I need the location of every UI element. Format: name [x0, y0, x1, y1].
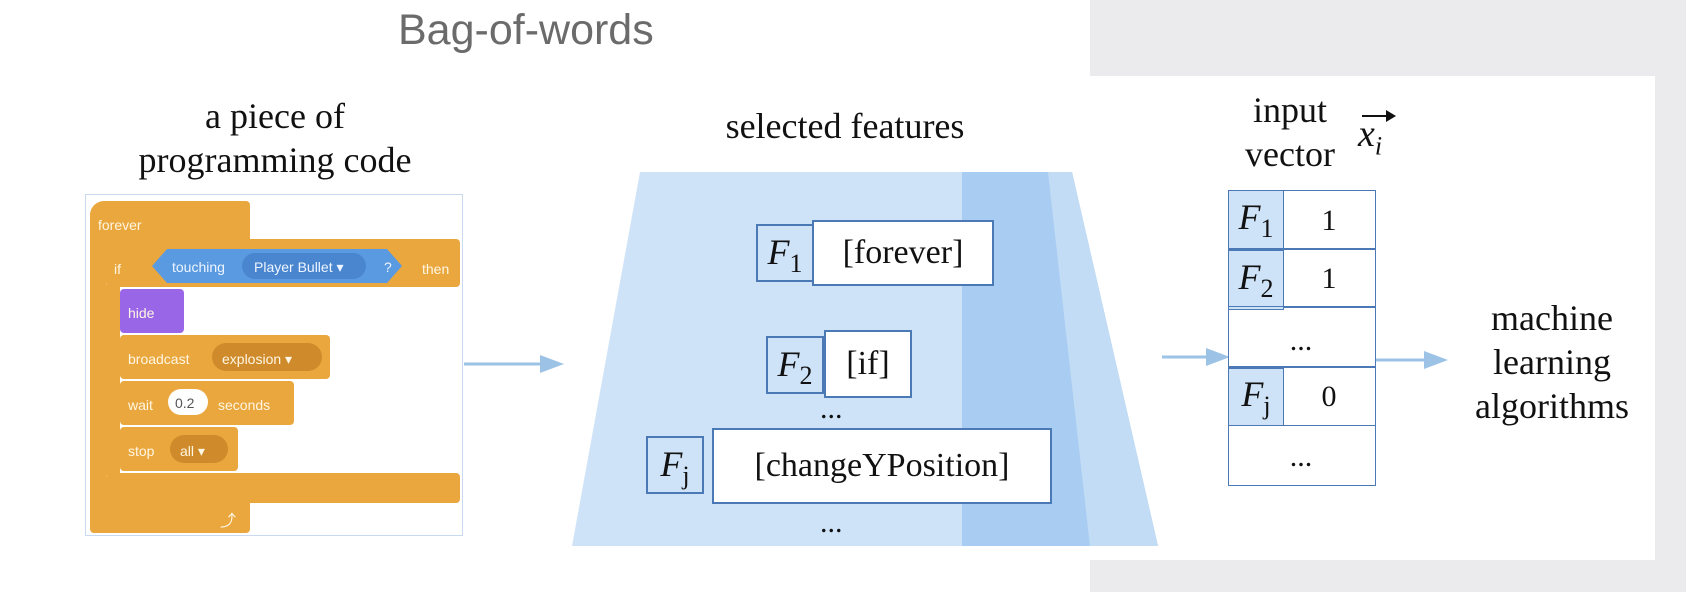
if-label: if — [114, 261, 121, 277]
slide-title: Bag-of-words — [398, 6, 654, 54]
ml-label-line3: algorithms — [1475, 386, 1629, 426]
feature-name-f2: F2 — [766, 336, 824, 394]
vector-row — [1228, 306, 1376, 368]
feature-name-fj: Fj — [646, 436, 704, 494]
vector-to-ml-arrowhead — [1424, 351, 1448, 369]
if-footer — [106, 473, 460, 503]
features-panel-edge — [1048, 172, 1158, 546]
feature-ellipsis: ... — [820, 506, 843, 539]
vector-heading: input vector — [1220, 88, 1360, 176]
wait-value-field — [168, 389, 208, 415]
feature-value-fj: [changeYPosition] — [712, 428, 1052, 504]
background-panel — [1655, 0, 1686, 592]
wait-label: wait — [128, 397, 153, 413]
forever-label: forever — [98, 217, 142, 233]
vector-ellipsis: ... — [1289, 324, 1313, 357]
feature-name-f1: F1 — [756, 224, 814, 282]
features-heading: selected features — [725, 106, 965, 146]
code-heading-line1: a piece of — [205, 96, 345, 136]
broadcast-label: broadcast — [128, 351, 190, 367]
hide-label: hide — [128, 305, 155, 321]
code-heading: a piece of programming code — [80, 94, 470, 182]
stop-value: all ▾ — [180, 443, 205, 459]
vector-ellipsis: ... — [1289, 440, 1313, 473]
wait-value: 0.2 — [175, 395, 195, 411]
hide-block — [120, 289, 184, 333]
forever-footer — [90, 499, 250, 533]
vector-heading-line1: input — [1252, 90, 1327, 130]
feature-value-f1: [forever] — [812, 220, 994, 286]
vector-value: 1 — [1321, 262, 1337, 295]
stop-dropdown — [170, 435, 228, 463]
then-label: then — [422, 261, 450, 277]
vector-heading-line2: vector — [1245, 134, 1335, 174]
features-to-vector-arrowhead — [1206, 348, 1230, 366]
feature-value-f2: [if] — [824, 330, 912, 398]
forever-arm — [90, 241, 106, 503]
code-heading-line2: programming code — [138, 140, 412, 180]
vector-value: 1 — [1321, 204, 1337, 237]
vector-value: 0 — [1321, 380, 1337, 413]
ml-label-line2: learning — [1493, 342, 1611, 382]
question-label: ? — [384, 259, 392, 275]
code-to-features-arrowhead — [540, 355, 564, 373]
vector-feature-name: F1 — [1228, 190, 1284, 250]
ml-label-line1: machine — [1491, 298, 1613, 338]
code-panel: forever if touching Player Bullet ▾ ? th… — [85, 194, 463, 536]
feature-ellipsis: ... — [820, 392, 843, 425]
loop-arrow-icon: ⤴ — [220, 513, 237, 530]
seconds-label: seconds — [218, 397, 271, 413]
vector-feature-name: F2 — [1228, 250, 1284, 310]
vector-feature-name: Fj — [1228, 368, 1284, 426]
player-bullet-label: Player Bullet ▾ — [254, 259, 344, 275]
ml-algorithms-label: machine learning algorithms — [1452, 296, 1652, 428]
player-bullet-dropdown — [242, 253, 366, 279]
stop-label: stop — [128, 443, 155, 459]
vector-arrow-icon-head — [1386, 110, 1396, 122]
if-arm — [106, 285, 120, 475]
touching-label: touching — [172, 259, 225, 275]
explosion-label: explosion ▾ — [222, 351, 293, 367]
background-panel — [1090, 560, 1686, 592]
vector-symbol: xi — [1358, 113, 1383, 161]
background-panel — [1090, 0, 1686, 76]
explosion-dropdown — [212, 343, 322, 371]
